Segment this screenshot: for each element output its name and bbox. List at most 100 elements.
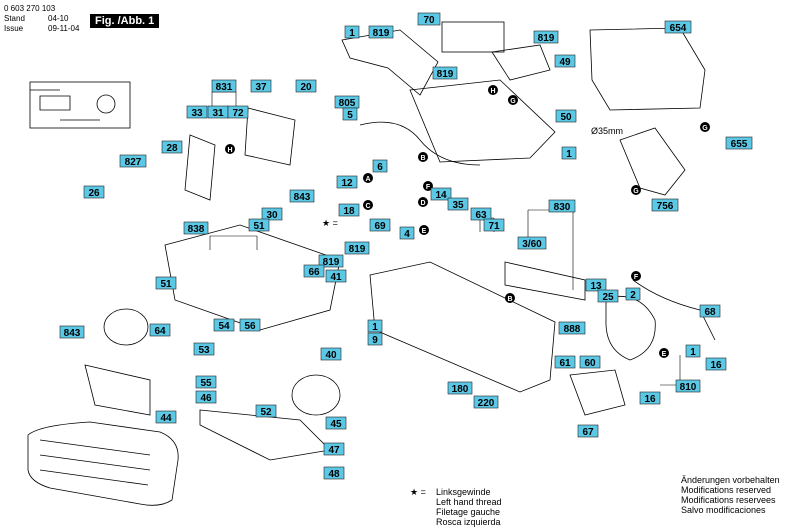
svg-text:F: F <box>426 184 431 191</box>
part-label-46: 46 <box>195 390 217 404</box>
svg-text:827: 827 <box>125 157 142 168</box>
svg-text:55: 55 <box>200 378 212 389</box>
switch-housing <box>409 79 556 163</box>
part-label-16: 16 <box>705 357 727 371</box>
stator <box>605 295 656 361</box>
svg-text:9: 9 <box>372 335 378 346</box>
issue-label: Issue <box>4 24 24 33</box>
svg-text:1: 1 <box>566 149 572 160</box>
marker-d: D <box>418 197 428 207</box>
marker-a: A <box>363 173 373 183</box>
part-label-819: 819 <box>368 25 394 39</box>
part-label-44: 44 <box>155 410 177 424</box>
part-label-33: 33 <box>186 105 208 119</box>
part-label-55: 55 <box>195 375 217 389</box>
svg-text:47: 47 <box>328 445 340 456</box>
svg-text:18: 18 <box>343 206 355 217</box>
svg-text:819: 819 <box>349 244 366 255</box>
part-label-180: 180 <box>447 381 473 395</box>
part-label-49: 49 <box>554 54 576 68</box>
part-label-819d: 819 <box>344 241 370 255</box>
marker-e: E <box>419 225 429 235</box>
svg-text:G: G <box>633 188 639 195</box>
svg-text:13: 13 <box>590 281 602 292</box>
svg-text:35: 35 <box>452 200 464 211</box>
marker-h: H <box>225 144 235 154</box>
diameter-note: Ø35mm <box>591 126 623 136</box>
part-label-67: 67 <box>577 424 599 438</box>
toothed-belt <box>184 134 216 201</box>
svg-text:33: 33 <box>191 108 203 119</box>
figure-label: Fig. /Abb. 1 <box>90 14 160 28</box>
svg-text:B: B <box>420 155 425 162</box>
part-label-3-60: 3/60 <box>517 236 547 250</box>
marker-g3: G <box>631 185 641 195</box>
svg-text:46: 46 <box>200 393 212 404</box>
part-label-48: 48 <box>323 466 345 480</box>
marker-g2: G <box>700 122 710 132</box>
part-label-756: 756 <box>651 198 679 212</box>
svg-text:819: 819 <box>538 33 555 44</box>
svg-text:756: 756 <box>657 201 674 212</box>
part-label-31: 31 <box>207 105 229 119</box>
part-label-16b: 16 <box>639 391 661 405</box>
part-label-64: 64 <box>149 323 171 337</box>
svg-text:F: F <box>634 274 639 281</box>
marker-e2: E <box>659 348 669 358</box>
svg-text:G: G <box>702 125 708 132</box>
part-label-831: 831 <box>211 79 237 93</box>
svg-text:3/60: 3/60 <box>522 239 542 250</box>
svg-text:843: 843 <box>294 192 311 203</box>
switch-knob <box>569 369 626 416</box>
part-label-838: 838 <box>183 221 209 235</box>
svg-text:63: 63 <box>475 210 487 221</box>
part-label-52: 52 <box>255 404 277 418</box>
svg-text:810: 810 <box>680 382 697 393</box>
svg-text:1: 1 <box>690 347 696 358</box>
rear-roller <box>103 308 149 346</box>
handle-cover <box>341 29 439 96</box>
svg-text:805: 805 <box>339 98 356 109</box>
part-label-830: 830 <box>548 199 576 213</box>
marker-f: F <box>631 271 641 281</box>
svg-text:60: 60 <box>584 358 596 369</box>
svg-text:180: 180 <box>452 384 469 395</box>
part-label-1d: 1 <box>685 344 701 358</box>
frame-guide <box>84 364 151 416</box>
part-label-56: 56 <box>239 318 261 332</box>
svg-text:655: 655 <box>731 139 748 150</box>
drive-roller <box>291 374 341 416</box>
svg-text:H: H <box>227 147 232 154</box>
legend-line-2: Left hand thread <box>436 497 502 507</box>
part-label-1c: 1 <box>367 319 383 333</box>
part-label-12: 12 <box>336 175 358 189</box>
part-label-45: 45 <box>325 416 347 430</box>
svg-text:E: E <box>422 228 427 235</box>
modifications-note: Änderungen vorbehalten Modifications res… <box>681 475 780 515</box>
dust-box <box>589 27 706 111</box>
svg-text:B: B <box>507 296 512 303</box>
part-label-5: 5 <box>342 107 358 121</box>
part-label-71: 71 <box>483 218 505 232</box>
part-label-654: 654 <box>664 20 692 34</box>
mod-line-fr: Modifications reservees <box>681 495 776 505</box>
part-label-54: 54 <box>213 318 235 332</box>
part-label-20: 20 <box>295 79 317 93</box>
svg-text:16: 16 <box>710 360 722 371</box>
part-label-66: 66 <box>303 264 325 278</box>
issue-value: 09-11-04 <box>48 24 80 33</box>
svg-text:41: 41 <box>330 272 342 283</box>
part-label-888: 888 <box>558 321 586 335</box>
part-label-70: 70 <box>417 12 441 26</box>
svg-text:20: 20 <box>300 82 312 93</box>
stand-value: 04-10 <box>48 14 69 23</box>
svg-text:14: 14 <box>435 190 447 201</box>
svg-text:64: 64 <box>154 326 166 337</box>
part-label-827: 827 <box>119 154 147 168</box>
part-label-1b: 1 <box>561 146 577 160</box>
svg-text:40: 40 <box>325 350 337 361</box>
svg-text:2: 2 <box>630 290 636 301</box>
part-label-41: 41 <box>325 269 347 283</box>
part-label-6: 6 <box>372 159 388 173</box>
part-label-51: 51 <box>248 218 270 232</box>
